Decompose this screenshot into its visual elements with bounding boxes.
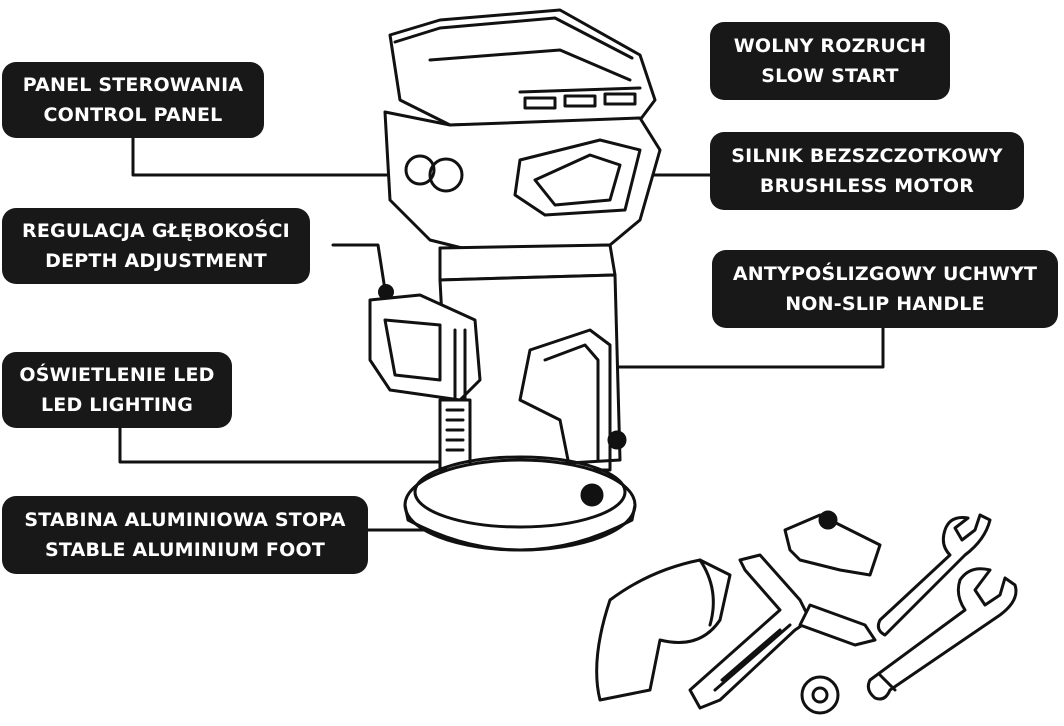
label-aluminium-foot: STABINA ALUMINIOWA STOPA STABLE ALUMINIU… [2, 496, 368, 574]
wrench-small [876, 513, 992, 637]
label-brushless-motor-pl: SILNIK BEZSZCZOTKOWY [731, 145, 1003, 167]
collet-nut [800, 675, 840, 715]
guide-bracket [783, 510, 882, 577]
label-control-panel: PANEL STEROWANIA CONTROL PANEL [2, 62, 264, 138]
label-non-slip-handle: ANTYPOŚLIZGOWY UCHWYT NON-SLIP HANDLE [712, 250, 1058, 328]
label-led-lighting-en: LED LIGHTING [40, 394, 194, 416]
label-non-slip-handle-en: NON-SLIP HANDLE [785, 293, 985, 315]
label-brushless-motor-en: BRUSHLESS MOTOR [759, 175, 975, 197]
label-non-slip-handle-pl: ANTYPOŚLIZGOWY UCHWYT [732, 263, 1038, 285]
label-slow-start-en: SLOW START [761, 65, 899, 87]
wrench-large [866, 567, 1018, 701]
label-led-lighting: OŚWIETLENIE LED LED LIGHTING [2, 352, 232, 428]
label-slow-start: WOLNY ROZRUCH SLOW START [710, 22, 950, 100]
label-aluminium-foot-en: STABLE ALUMINIUM FOOT [45, 539, 325, 561]
label-control-panel-en: CONTROL PANEL [43, 104, 223, 126]
label-depth-adjustment: REGULACJA GŁĘBOKOŚCI DEPTH ADJUSTMENT [2, 208, 310, 284]
scale-column [438, 398, 472, 472]
label-led-lighting-pl: OŚWIETLENIE LED [19, 364, 215, 386]
battery-mount [388, 8, 657, 127]
dust-extraction-adapter [595, 558, 732, 702]
depth-bracket [368, 293, 482, 402]
label-aluminium-foot-pl: STABINA ALUMINIOWA STOPA [24, 509, 346, 531]
edge-guide [688, 553, 877, 710]
label-depth-adjustment-en: DEPTH ADJUSTMENT [45, 250, 267, 272]
label-control-panel-pl: PANEL STEROWANIA [22, 74, 244, 96]
label-depth-adjustment-pl: REGULACJA GŁĘBOKOŚCI [22, 220, 290, 242]
label-slow-start-pl: WOLNY ROZRUCH [733, 35, 927, 57]
motor-housing [383, 110, 662, 252]
base-foot [403, 430, 637, 552]
label-brushless-motor: SILNIK BEZSZCZOTKOWY BRUSHLESS MOTOR [710, 132, 1024, 210]
